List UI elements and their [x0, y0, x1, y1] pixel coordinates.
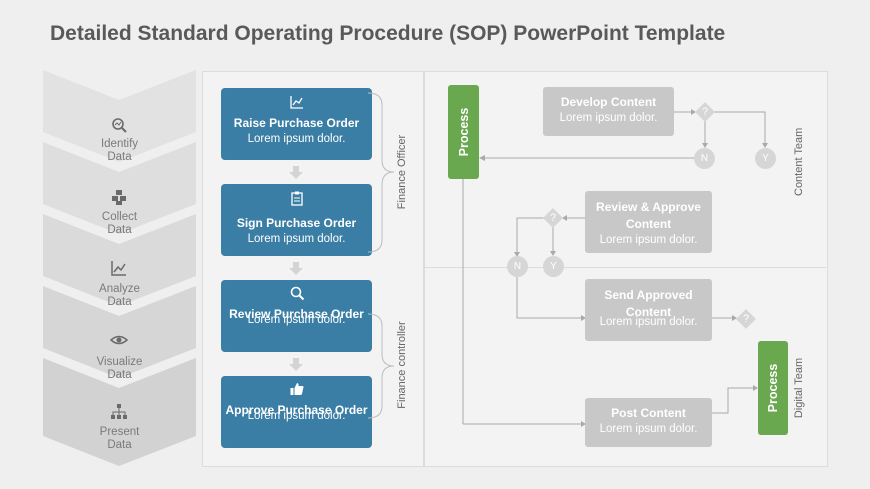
process-box-content: Process: [448, 85, 479, 179]
box-subtitle: Lorem ipsum dolor.: [599, 234, 698, 246]
develop-content-box: Develop Content Lorem ipsum dolor.: [543, 87, 674, 136]
box-title: Raise Purchase Order: [233, 116, 360, 130]
box-title: Send Approved Content: [604, 288, 693, 319]
role-digital-team: Digital Team: [793, 357, 805, 419]
hierarchy-icon: [111, 404, 127, 419]
send-approved-content-box: Send Approved Content Lorem ipsum dolor.: [585, 279, 712, 341]
approve-purchase-order-box: Approve Purchase Order Lorem ipsum dolor…: [221, 376, 372, 448]
page-title: Detailed Standard Operating Procedure (S…: [50, 22, 726, 45]
chart-icon: [289, 96, 303, 109]
decision-diamond: ?: [695, 102, 715, 122]
review-approve-content-box: Review & Approve Content Lorem ipsum dol…: [585, 191, 712, 253]
box-title: Sign Purchase Order: [236, 216, 357, 230]
sign-purchase-order-box: Sign Purchase Order Lorem ipsum dolor.: [221, 184, 372, 256]
down-arrow: [289, 358, 303, 371]
box-subtitle: Lorem ipsum dolor.: [247, 410, 346, 422]
decision-diamond: ?: [543, 208, 563, 228]
box-subtitle: Lorem ipsum dolor.: [559, 112, 658, 124]
step-label-collect: Collect Data: [101, 211, 138, 236]
raise-purchase-order-box: Raise Purchase Order Lorem ipsum dolor.: [221, 88, 372, 160]
role-finance-officer: Finance Officer: [396, 134, 408, 210]
chevron-step-2: [43, 142, 196, 234]
step-label-present: Present Data: [99, 426, 140, 451]
box-title: Develop Content: [560, 95, 657, 109]
thumbs-up-icon: [290, 383, 303, 395]
down-arrow: [289, 166, 303, 179]
search-data-icon: [112, 118, 127, 133]
review-purchase-order-box: Review Purchase Order Lorem ipsum dolor.: [221, 280, 372, 352]
yes-node: Y: [543, 256, 564, 277]
no-node: N: [507, 256, 528, 277]
box-subtitle: Lorem ipsum dolor.: [599, 316, 698, 328]
yes-node: Y: [755, 148, 776, 169]
role-finance-controller: Finance controller: [396, 321, 408, 409]
decision-diamond: ?: [736, 309, 756, 329]
step-label-identify: Identify Data: [100, 138, 139, 163]
post-content-box: Post Content Lorem ipsum dolor.: [585, 398, 712, 447]
box-subtitle: Lorem ipsum dolor.: [247, 233, 346, 245]
box-title: Review Purchase Order: [229, 307, 364, 321]
step-label-visualize: Visualize Data: [96, 356, 143, 381]
eye-icon: [110, 335, 128, 345]
box-subtitle: Lorem ipsum dolor.: [599, 423, 698, 435]
line-chart-icon: [111, 261, 126, 276]
box-title: Approve Purchase Order: [225, 403, 368, 417]
box-subtitle: Lorem ipsum dolor.: [247, 314, 346, 326]
magnifier-icon: [290, 286, 304, 301]
process-box-digital: Process: [758, 341, 788, 435]
chevron-step-3: [43, 214, 196, 306]
box-subtitle: Lorem ipsum dolor.: [247, 133, 346, 145]
down-arrow: [289, 262, 303, 275]
chevron-step-1: [43, 70, 196, 162]
chevron-step-4: [43, 286, 196, 378]
no-node: N: [694, 148, 715, 169]
box-title: Post Content: [611, 406, 686, 420]
boxes-icon: [112, 190, 126, 205]
role-content-team: Content Team: [793, 127, 805, 196]
lane-divider: [425, 267, 826, 268]
box-title: Review & Approve Content: [596, 200, 701, 231]
step-label-analyze: Analyze Data: [99, 283, 140, 308]
clipboard-icon: [290, 191, 303, 206]
